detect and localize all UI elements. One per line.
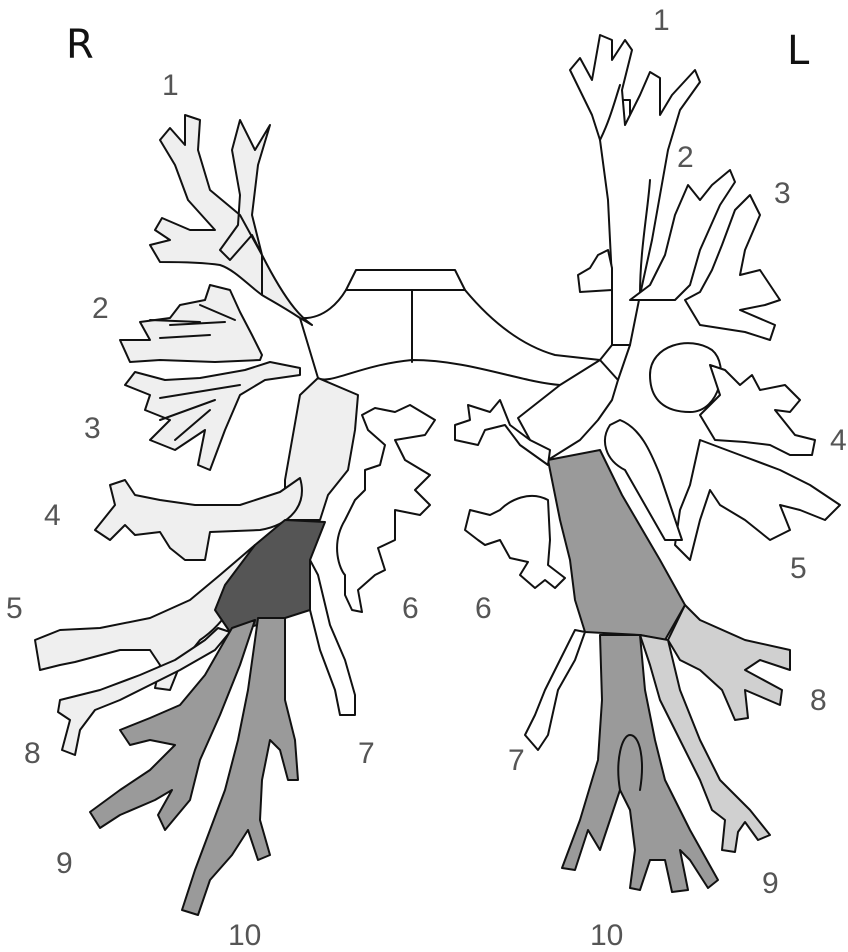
left-seg-label-4: 4 [830,424,847,457]
right-side-label: R [66,22,94,68]
left-seg-8 [668,605,790,720]
right-lung [35,115,435,915]
left-lower-lobe-trunk [548,450,685,640]
left-seg-label-2: 2 [677,141,694,174]
left-seg-label-3: 3 [774,177,791,210]
left-seg-label-6: 6 [475,592,492,625]
right-seg-label-4: 4 [44,499,61,532]
left-seg-label-5: 5 [790,552,807,585]
left-seg-label-1: 1 [653,4,670,37]
left-seg-label-10: 10 [590,919,623,947]
left-seg-3-lateral [578,250,612,292]
right-seg-label-8: 8 [24,737,41,770]
right-seg-label-1: 1 [162,69,179,102]
trachea [300,100,630,385]
right-seg-label-5: 5 [6,592,23,625]
left-seg-6-branch [465,496,565,588]
right-seg-label-9: 9 [56,847,73,880]
right-basal-trunk [215,520,325,632]
left-seg-label-9: 9 [762,867,779,900]
right-seg-label-6: 6 [402,592,419,625]
left-lingula-knob [650,343,721,412]
trachea-outline [300,100,630,385]
left-seg-label-7: 7 [508,744,525,777]
left-seg-7 [525,630,585,750]
right-seg-3 [125,362,300,470]
right-seg-label-3: 3 [84,412,101,445]
left-seg-5 [675,440,840,560]
right-seg-label-2: 2 [92,292,109,325]
left-seg-label-8: 8 [810,684,827,717]
right-seg-label-10: 10 [228,919,261,947]
right-seg-label-7: 7 [358,737,375,770]
left-seg-4 [700,365,815,455]
left-side-label: L [787,28,810,74]
